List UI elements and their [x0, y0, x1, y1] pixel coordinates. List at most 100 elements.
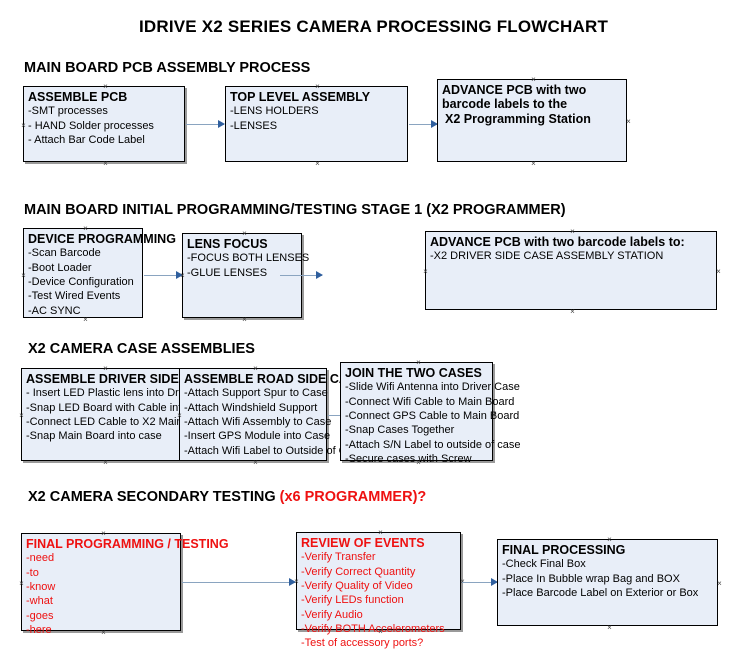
node-assemble-pcb[interactable]: ASSEMBLE PCB -SMT processes - HAND Solde…: [23, 86, 185, 162]
list-item: -LENSES: [230, 119, 278, 132]
list-item: -Verify Correct Quantity: [301, 565, 416, 578]
list-item: -here: [26, 623, 52, 636]
list-item: -Verify LEDs function: [301, 594, 404, 607]
list-item: -Snap LED Board with Cable into Case: [26, 401, 217, 414]
anchor-handle-top[interactable]: [252, 365, 259, 372]
list-item: -Secure cases with Screw: [345, 452, 472, 465]
node-item-list: -Attach Support Spur to Case -Attach Win…: [184, 386, 365, 457]
list-item: -Snap Cases Together: [345, 424, 455, 437]
list-item: -Insert GPS Module into Case: [184, 430, 331, 443]
page-title: IDRIVE X2 SERIES CAMERA PROCESSING FLOWC…: [138, 17, 609, 36]
node-item-list: -X2 DRIVER SIDE CASE ASSEMBLY STATION: [430, 249, 712, 263]
anchor-handle-bottom[interactable]: [102, 459, 109, 466]
anchor-handle-bottom[interactable]: [314, 160, 321, 167]
node-title: ASSEMBLE PCB: [28, 90, 128, 104]
list-item: - Insert LED Plastic lens into Driver Ca…: [26, 387, 226, 400]
connector-assemble-pcb-to-top-level-assembly: [186, 120, 225, 129]
connector-line: [409, 124, 437, 125]
node-title: TOP LEVEL ASSEMBLY: [230, 90, 371, 104]
anchor-handle-bottom[interactable]: [102, 160, 109, 167]
connector-top-level-assembly-to-advance-pcb: [409, 120, 438, 129]
list-item: -Check Final Box: [502, 558, 586, 571]
list-item: -Verify Audio: [301, 608, 363, 621]
list-item: -Verify BOTH Accelerometers: [301, 622, 445, 635]
node-advance-pcb-x2-programming-station[interactable]: ADVANCE PCB with two barcode labels to t…: [437, 79, 627, 162]
list-item: -Snap Main Board into case: [26, 430, 162, 443]
section-heading-x2-camera-case-assemblies: X2 CAMERA CASE ASSEMBLIES: [28, 341, 255, 357]
anchor-handle-top[interactable]: [530, 76, 537, 83]
list-item: -Attach S/N Label to outside of case: [345, 438, 521, 451]
anchor-handle-top[interactable]: [102, 365, 109, 372]
section-heading-main-board-pcb-assembly: MAIN BOARD PCB ASSEMBLY PROCESS: [24, 60, 310, 76]
anchor-handle-left[interactable]: [20, 122, 27, 129]
node-title: ASSEMBLE DRIVER SIDE CASE: [26, 372, 218, 386]
node-advance-pcb-driver-side-case[interactable]: ADVANCE PCB with two barcode labels to: …: [425, 231, 717, 310]
connector-final-programming-to-review-of-events: [182, 578, 296, 587]
node-item-list: -Check Final Box -Place In Bubble wrap B…: [502, 557, 713, 600]
connector-lens-focus-to-advance-pcb-driver-side: [280, 271, 323, 280]
section-heading-main-board-initial-programming: MAIN BOARD INITIAL PROGRAMMING/TESTING S…: [24, 202, 566, 218]
node-item-list: -FOCUS BOTH LENSES -GLUE LENSES: [187, 251, 309, 280]
node-final-programming-testing[interactable]: FINAL PROGRAMMING / TESTING -need -to -k…: [18, 530, 229, 636]
anchor-handle-bottom[interactable]: [606, 624, 613, 631]
section-heading-text: MAIN BOARD INITIAL PROGRAMMING/TESTING S…: [24, 202, 566, 218]
anchor-handle-left[interactable]: [18, 580, 25, 587]
connector-line: [328, 415, 350, 416]
node-item-list: -Scan Barcode -Boot Loader -Device Confi…: [28, 246, 138, 317]
anchor-handle-top[interactable]: [82, 225, 89, 232]
list-item: -LENS HOLDERS: [230, 105, 319, 118]
anchor-handle-bottom[interactable]: [569, 308, 576, 315]
node-join-the-two-cases[interactable]: JOIN THE TWO CASES -Slide Wifi Antenna i…: [340, 359, 521, 465]
anchor-handle-top[interactable]: [415, 359, 422, 366]
section-heading-text: X2 CAMERA CASE ASSEMBLIES: [28, 341, 255, 357]
anchor-handle-bottom[interactable]: [252, 459, 259, 466]
anchor-handle-right[interactable]: [716, 580, 723, 587]
anchor-handle-top[interactable]: [569, 228, 576, 235]
list-item: - HAND Solder processes: [28, 119, 154, 132]
list-item: -Place In Bubble wrap Bag and BOX: [502, 572, 680, 585]
anchor-handle-bottom[interactable]: [241, 316, 248, 323]
node-title: FINAL PROGRAMMING / TESTING: [26, 537, 229, 551]
list-item: -AC SYNC: [28, 304, 81, 317]
connector-device-programming-to-lens-focus: [144, 271, 183, 280]
anchor-handle-top[interactable]: [314, 83, 321, 90]
connector-line: [182, 582, 295, 583]
section-heading-text: X2 CAMERA SECONDARY TESTING: [28, 489, 280, 505]
node-device-programming[interactable]: DEVICE PROGRAMMING -Scan Barcode -Boot L…: [20, 225, 176, 318]
node-item-list: - Insert LED Plastic lens into Driver Ca…: [26, 386, 226, 443]
arrow-head-icon: [289, 578, 296, 586]
anchor-handle-bottom[interactable]: [530, 160, 537, 167]
list-item: -goes: [26, 609, 54, 622]
node-assemble-driver-side-case[interactable]: ASSEMBLE DRIVER SIDE CASE - Insert LED P…: [18, 365, 226, 461]
node-title-line-2: barcode labels to the: [442, 97, 568, 112]
anchor-handle-left[interactable]: [422, 268, 429, 275]
anchor-handle-top[interactable]: [377, 529, 384, 536]
anchor-handle-top[interactable]: [100, 530, 107, 537]
section-heading-suffix: (x6 PROGRAMMER)?: [279, 489, 427, 505]
list-item: -Connect Wifi Cable to Main Board: [345, 395, 515, 408]
arrow-head-icon: [176, 271, 183, 279]
anchor-handle-right[interactable]: [625, 118, 632, 125]
connector-line: [186, 124, 224, 125]
anchor-handle-top[interactable]: [241, 230, 248, 237]
arrow-head-icon: [218, 120, 225, 128]
list-item: -X2 DRIVER SIDE CASE ASSEMBLY STATION: [430, 250, 664, 263]
node-title: JOIN THE TWO CASES: [345, 366, 482, 380]
list-item: -Verify Quality of Video: [301, 579, 413, 592]
connector-review-of-events-to-final-processing: [462, 578, 498, 587]
anchor-handle-left[interactable]: [18, 412, 25, 419]
list-item: -to: [26, 566, 39, 579]
node-final-processing[interactable]: FINAL PROCESSING -Check Final Box -Place…: [497, 539, 718, 626]
node-top-level-assembly[interactable]: TOP LEVEL ASSEMBLY -LENS HOLDERS -LENSES: [225, 86, 408, 162]
anchor-handle-top[interactable]: [102, 83, 109, 90]
anchor-handle-top[interactable]: [606, 536, 613, 543]
node-title: DEVICE PROGRAMMING: [28, 232, 176, 246]
node-review-of-events[interactable]: REVIEW OF EVENTS -Verify Transfer -Verif…: [296, 529, 461, 649]
list-item: -Device Configuration: [28, 275, 134, 288]
anchor-handle-right[interactable]: [715, 268, 722, 275]
list-item: -Slide Wifi Antenna into Driver Case: [345, 381, 520, 394]
list-item: -Attach Wifi Label to Outside of Case: [184, 444, 365, 457]
anchor-handle-left[interactable]: [20, 272, 27, 279]
node-assemble-road-side-case[interactable]: ASSEMBLE ROAD SIDE CASE -Attach Support …: [179, 365, 365, 461]
